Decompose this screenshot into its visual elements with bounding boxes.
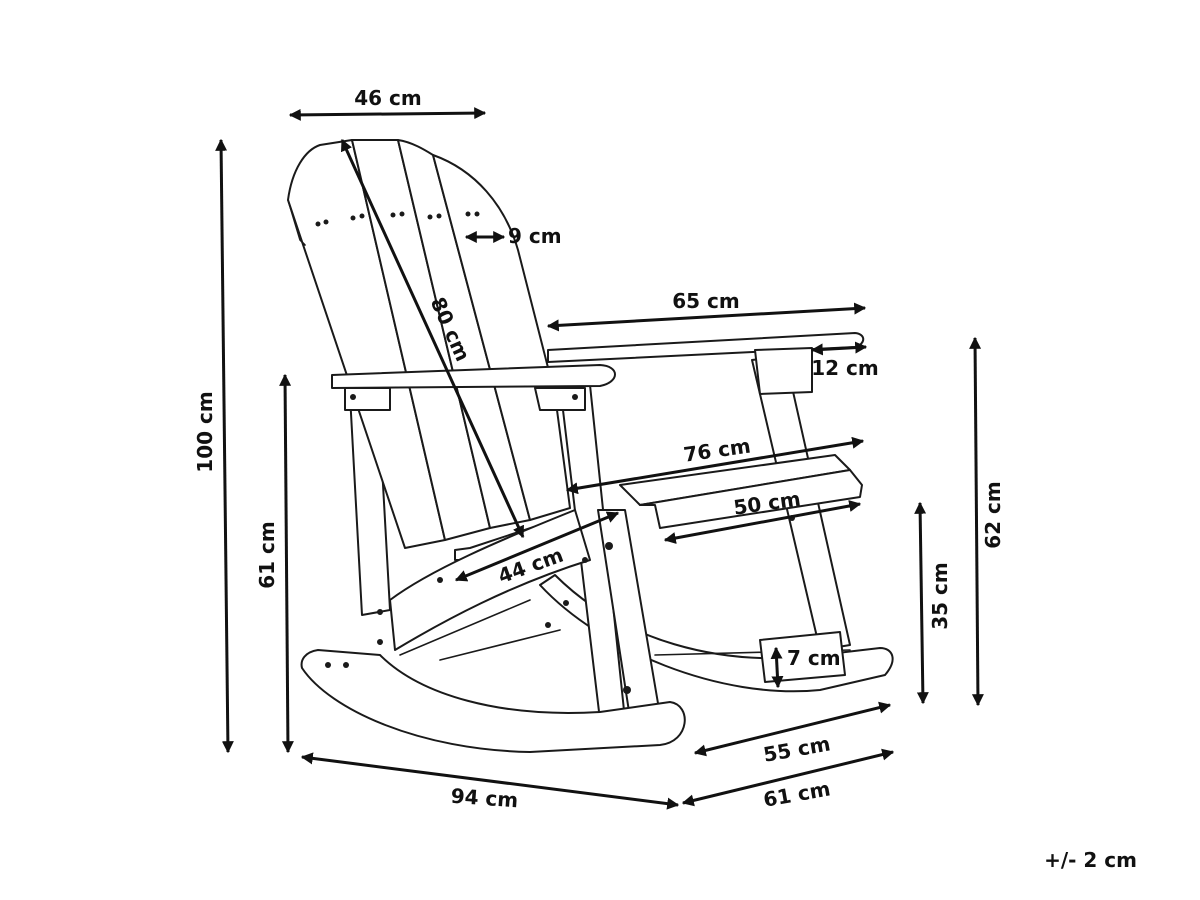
armrest-right-support xyxy=(754,347,813,395)
label-backrest-width: 46 cm xyxy=(354,86,422,110)
label-total-height: 100 cm xyxy=(193,391,217,472)
dim-line-back-height xyxy=(969,336,984,707)
label-back-height: 62 cm xyxy=(981,481,1005,549)
dim-line-rocker-height xyxy=(770,646,784,689)
dim-line-total-depth xyxy=(300,752,680,810)
dim-line-total-width xyxy=(681,748,895,807)
dim-line-armrest-length xyxy=(546,302,867,332)
label-armrest-length: 65 cm xyxy=(672,289,740,313)
dim-line-backrest-width xyxy=(288,107,487,121)
dim-line-armrest-height xyxy=(279,373,294,754)
dim-line-seat-width xyxy=(663,500,862,544)
dim-line-seat-height xyxy=(914,501,929,705)
dim-line-total-height xyxy=(215,138,234,754)
dim-line-inner-width xyxy=(693,701,892,757)
dimension-lines xyxy=(215,107,984,810)
dim-line-seat-depth xyxy=(454,511,620,582)
dim-line-backrest-length xyxy=(340,138,525,539)
label-seat-height: 35 cm xyxy=(928,562,952,630)
label-slat-width: 9 cm xyxy=(508,224,562,248)
dim-line-armrest-width xyxy=(810,341,868,356)
backrest xyxy=(287,139,571,549)
label-rocker-height: 7 cm xyxy=(787,646,841,670)
label-armrest-width: 12 cm xyxy=(811,356,879,380)
label-total-depth: 94 cm xyxy=(450,784,519,813)
dim-line-seat-depth-diagonal xyxy=(565,436,865,495)
label-inner-width: 55 cm xyxy=(761,731,832,766)
label-tolerance: +/- 2 cm xyxy=(1044,848,1137,872)
front-rocker xyxy=(300,649,686,753)
label-armrest-height: 61 cm xyxy=(255,521,279,589)
